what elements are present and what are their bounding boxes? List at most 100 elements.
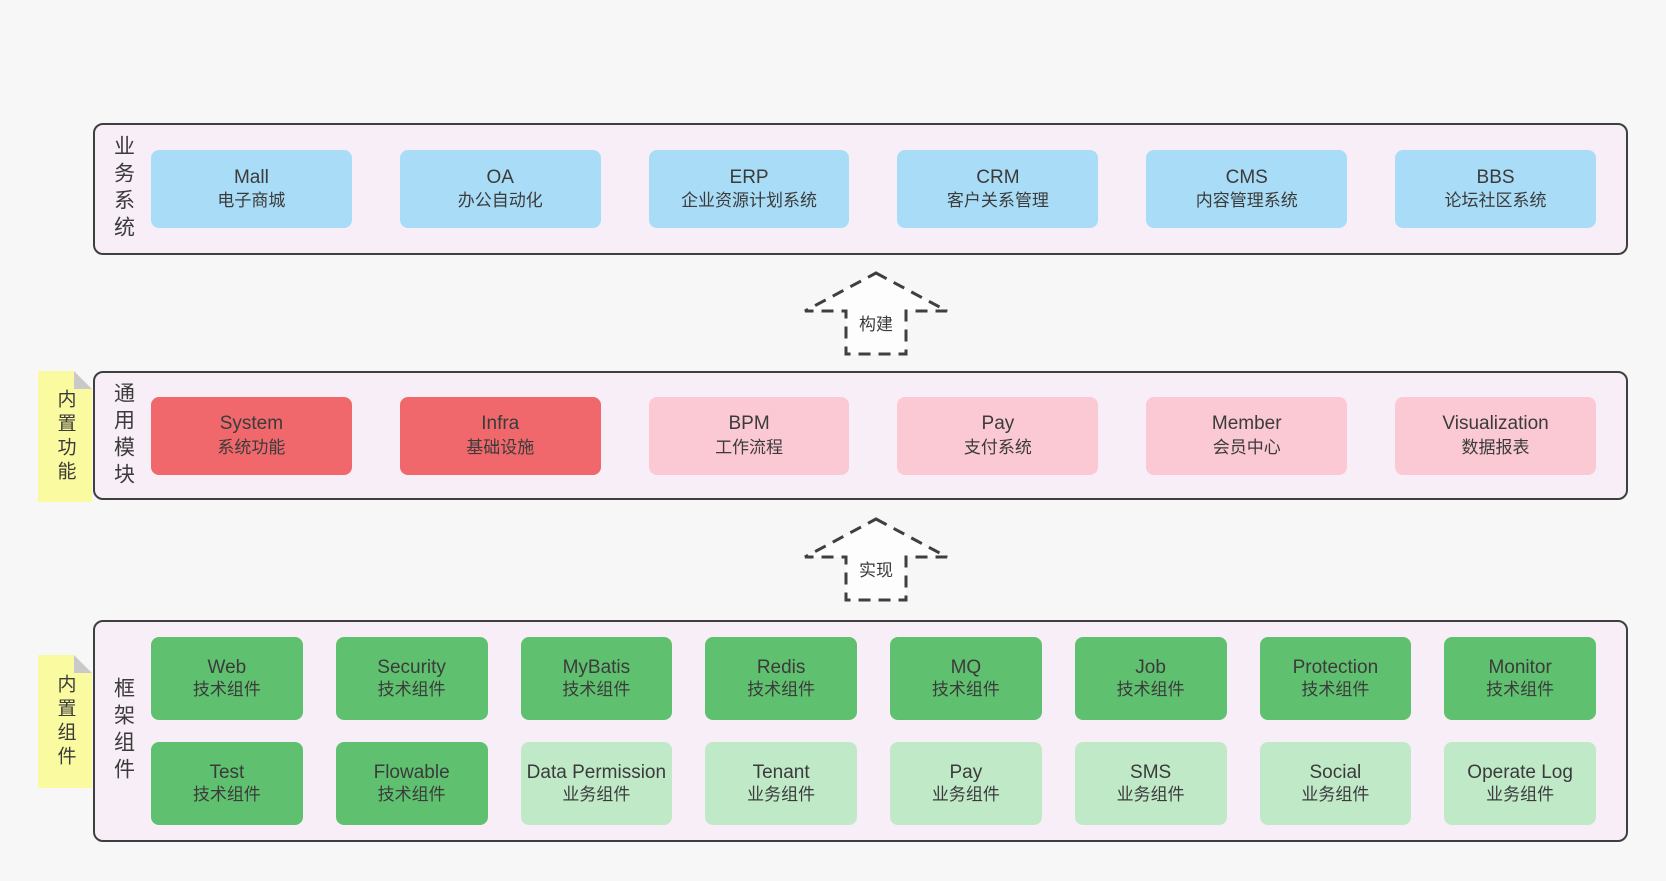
- box-visualization: Visualization 数据报表: [1395, 396, 1596, 475]
- box-mybatis: MyBatis 技术组件: [520, 637, 673, 720]
- business-systems-label-text: 业务系统: [111, 135, 135, 243]
- box-erp-desc: 企业资源计划系统: [681, 191, 818, 211]
- box-tenant-name: Tenant: [752, 762, 810, 784]
- box-crm-desc: 客户关系管理: [946, 191, 1049, 211]
- box-security: Security 技术组件: [335, 637, 488, 720]
- folded-corner-icon: [74, 655, 92, 673]
- box-system-name: System: [219, 413, 284, 435]
- box-bpm-name: BPM: [728, 413, 770, 435]
- box-infra-desc: 基础设施: [466, 437, 535, 457]
- box-redis-name: Redis: [756, 657, 806, 679]
- box-data-permission: Data Permission 业务组件: [520, 742, 673, 825]
- box-visualization-name: Visualization: [1442, 413, 1549, 435]
- box-pay-component-desc: 业务组件: [931, 785, 1000, 805]
- arrow-implement-label: 实现: [856, 556, 896, 581]
- arrow-build-label: 构建: [856, 310, 896, 335]
- box-web-name: Web: [207, 657, 247, 679]
- box-monitor-name: Monitor: [1488, 657, 1552, 679]
- box-mall-name: Mall: [233, 166, 269, 188]
- box-bbs: BBS 论坛社区系统: [1395, 150, 1596, 228]
- box-visualization-desc: 数据报表: [1461, 437, 1530, 457]
- box-redis-desc: 技术组件: [747, 680, 816, 700]
- box-bpm: BPM 工作流程: [648, 396, 850, 475]
- box-protection-name: Protection: [1292, 657, 1379, 679]
- box-erp-name: ERP: [729, 166, 769, 188]
- business-systems-panel: 业务系统 Mall 电子商城 OA 办公自动化 ERP 企业资源计划系统 CRM…: [93, 123, 1628, 255]
- box-tenant-desc: 业务组件: [747, 785, 816, 805]
- box-test: Test 技术组件: [151, 742, 303, 825]
- box-monitor: Monitor 技术组件: [1444, 637, 1596, 720]
- box-monitor-desc: 技术组件: [1486, 680, 1555, 700]
- box-flowable: Flowable 技术组件: [335, 742, 488, 825]
- box-social-desc: 业务组件: [1301, 785, 1370, 805]
- box-sms-name: SMS: [1130, 762, 1172, 784]
- framework-components-boxes: Web 技术组件 Security 技术组件 MyBatis 技术组件 Redi…: [151, 622, 1626, 840]
- note-built-in-functions: 内置功能: [38, 371, 92, 502]
- arrow-build: 构建: [802, 270, 950, 358]
- box-mq-desc: 技术组件: [931, 680, 1000, 700]
- note-built-in-components-text: 内置组件: [54, 673, 76, 770]
- box-bbs-name: BBS: [1476, 166, 1515, 188]
- box-mybatis-name: MyBatis: [562, 657, 631, 679]
- box-flowable-name: Flowable: [373, 762, 450, 784]
- box-data-permission-name: Data Permission: [526, 762, 667, 784]
- box-flowable-desc: 技术组件: [377, 785, 446, 805]
- box-oa-desc: 办公自动化: [457, 191, 543, 211]
- box-job: Job 技术组件: [1074, 637, 1227, 720]
- folded-corner-icon: [74, 371, 92, 389]
- box-protection: Protection 技术组件: [1259, 637, 1412, 720]
- box-mq-name: MQ: [950, 657, 982, 679]
- framework-components-label: 框架组件: [95, 622, 151, 840]
- box-infra: Infra 基础设施: [399, 396, 601, 475]
- box-member-name: Member: [1211, 413, 1282, 435]
- box-redis: Redis 技术组件: [705, 637, 857, 720]
- note-built-in-functions-text: 内置功能: [54, 388, 76, 485]
- box-data-permission-desc: 业务组件: [562, 785, 631, 805]
- common-modules-panel: 通用模块 System 系统功能 Infra 基础设施 BPM 工作流程 Pay…: [93, 371, 1628, 500]
- box-operate-log: Operate Log 业务组件: [1444, 742, 1596, 825]
- box-pay-module-desc: 支付系统: [963, 437, 1032, 457]
- box-mq: MQ 技术组件: [890, 637, 1042, 720]
- common-modules-label-text: 通用模块: [111, 381, 135, 490]
- box-oa: OA 办公自动化: [399, 150, 601, 228]
- box-cms-name: CMS: [1225, 166, 1268, 188]
- framework-components-panel: 框架组件 Web 技术组件 Security 技术组件 MyBatis 技术组件…: [93, 620, 1628, 842]
- box-member: Member 会员中心: [1146, 396, 1348, 475]
- box-bbs-desc: 论坛社区系统: [1444, 191, 1547, 211]
- box-crm: CRM 客户关系管理: [897, 150, 1099, 228]
- box-erp: ERP 企业资源计划系统: [648, 150, 850, 228]
- box-infra-name: Infra: [481, 413, 520, 435]
- box-social-name: Social: [1309, 762, 1362, 784]
- box-sms: SMS 业务组件: [1074, 742, 1227, 825]
- business-systems-label: 业务系统: [95, 125, 151, 253]
- box-protection-desc: 技术组件: [1301, 680, 1370, 700]
- box-member-desc: 会员中心: [1212, 437, 1281, 457]
- box-tenant: Tenant 业务组件: [705, 742, 857, 825]
- box-job-name: Job: [1135, 657, 1166, 679]
- box-pay-module-name: Pay: [981, 413, 1015, 435]
- box-mall-desc: 电子商城: [217, 191, 286, 211]
- box-social: Social 业务组件: [1259, 742, 1412, 825]
- common-modules-label: 通用模块: [95, 373, 151, 498]
- box-sms-desc: 业务组件: [1116, 785, 1185, 805]
- note-built-in-components: 内置组件: [38, 655, 92, 788]
- box-web-desc: 技术组件: [192, 680, 261, 700]
- box-mybatis-desc: 技术组件: [562, 680, 631, 700]
- common-modules-boxes: System 系统功能 Infra 基础设施 BPM 工作流程 Pay 支付系统…: [151, 373, 1626, 498]
- box-oa-name: OA: [486, 166, 514, 188]
- box-operate-log-desc: 业务组件: [1486, 785, 1555, 805]
- box-system: System 系统功能: [151, 396, 352, 475]
- framework-components-label-text: 框架组件: [111, 677, 135, 785]
- box-pay-module: Pay 支付系统: [897, 396, 1099, 475]
- box-security-name: Security: [377, 657, 446, 679]
- box-test-name: Test: [209, 762, 245, 784]
- box-job-desc: 技术组件: [1116, 680, 1185, 700]
- box-test-desc: 技术组件: [192, 785, 261, 805]
- arrow-implement: 实现: [802, 516, 950, 604]
- box-cms: CMS 内容管理系统: [1146, 150, 1348, 228]
- box-pay-component-name: Pay: [949, 762, 983, 784]
- box-pay-component: Pay 业务组件: [890, 742, 1042, 825]
- box-crm-name: CRM: [976, 166, 1020, 188]
- box-web: Web 技术组件: [151, 637, 303, 720]
- box-mall: Mall 电子商城: [151, 150, 352, 228]
